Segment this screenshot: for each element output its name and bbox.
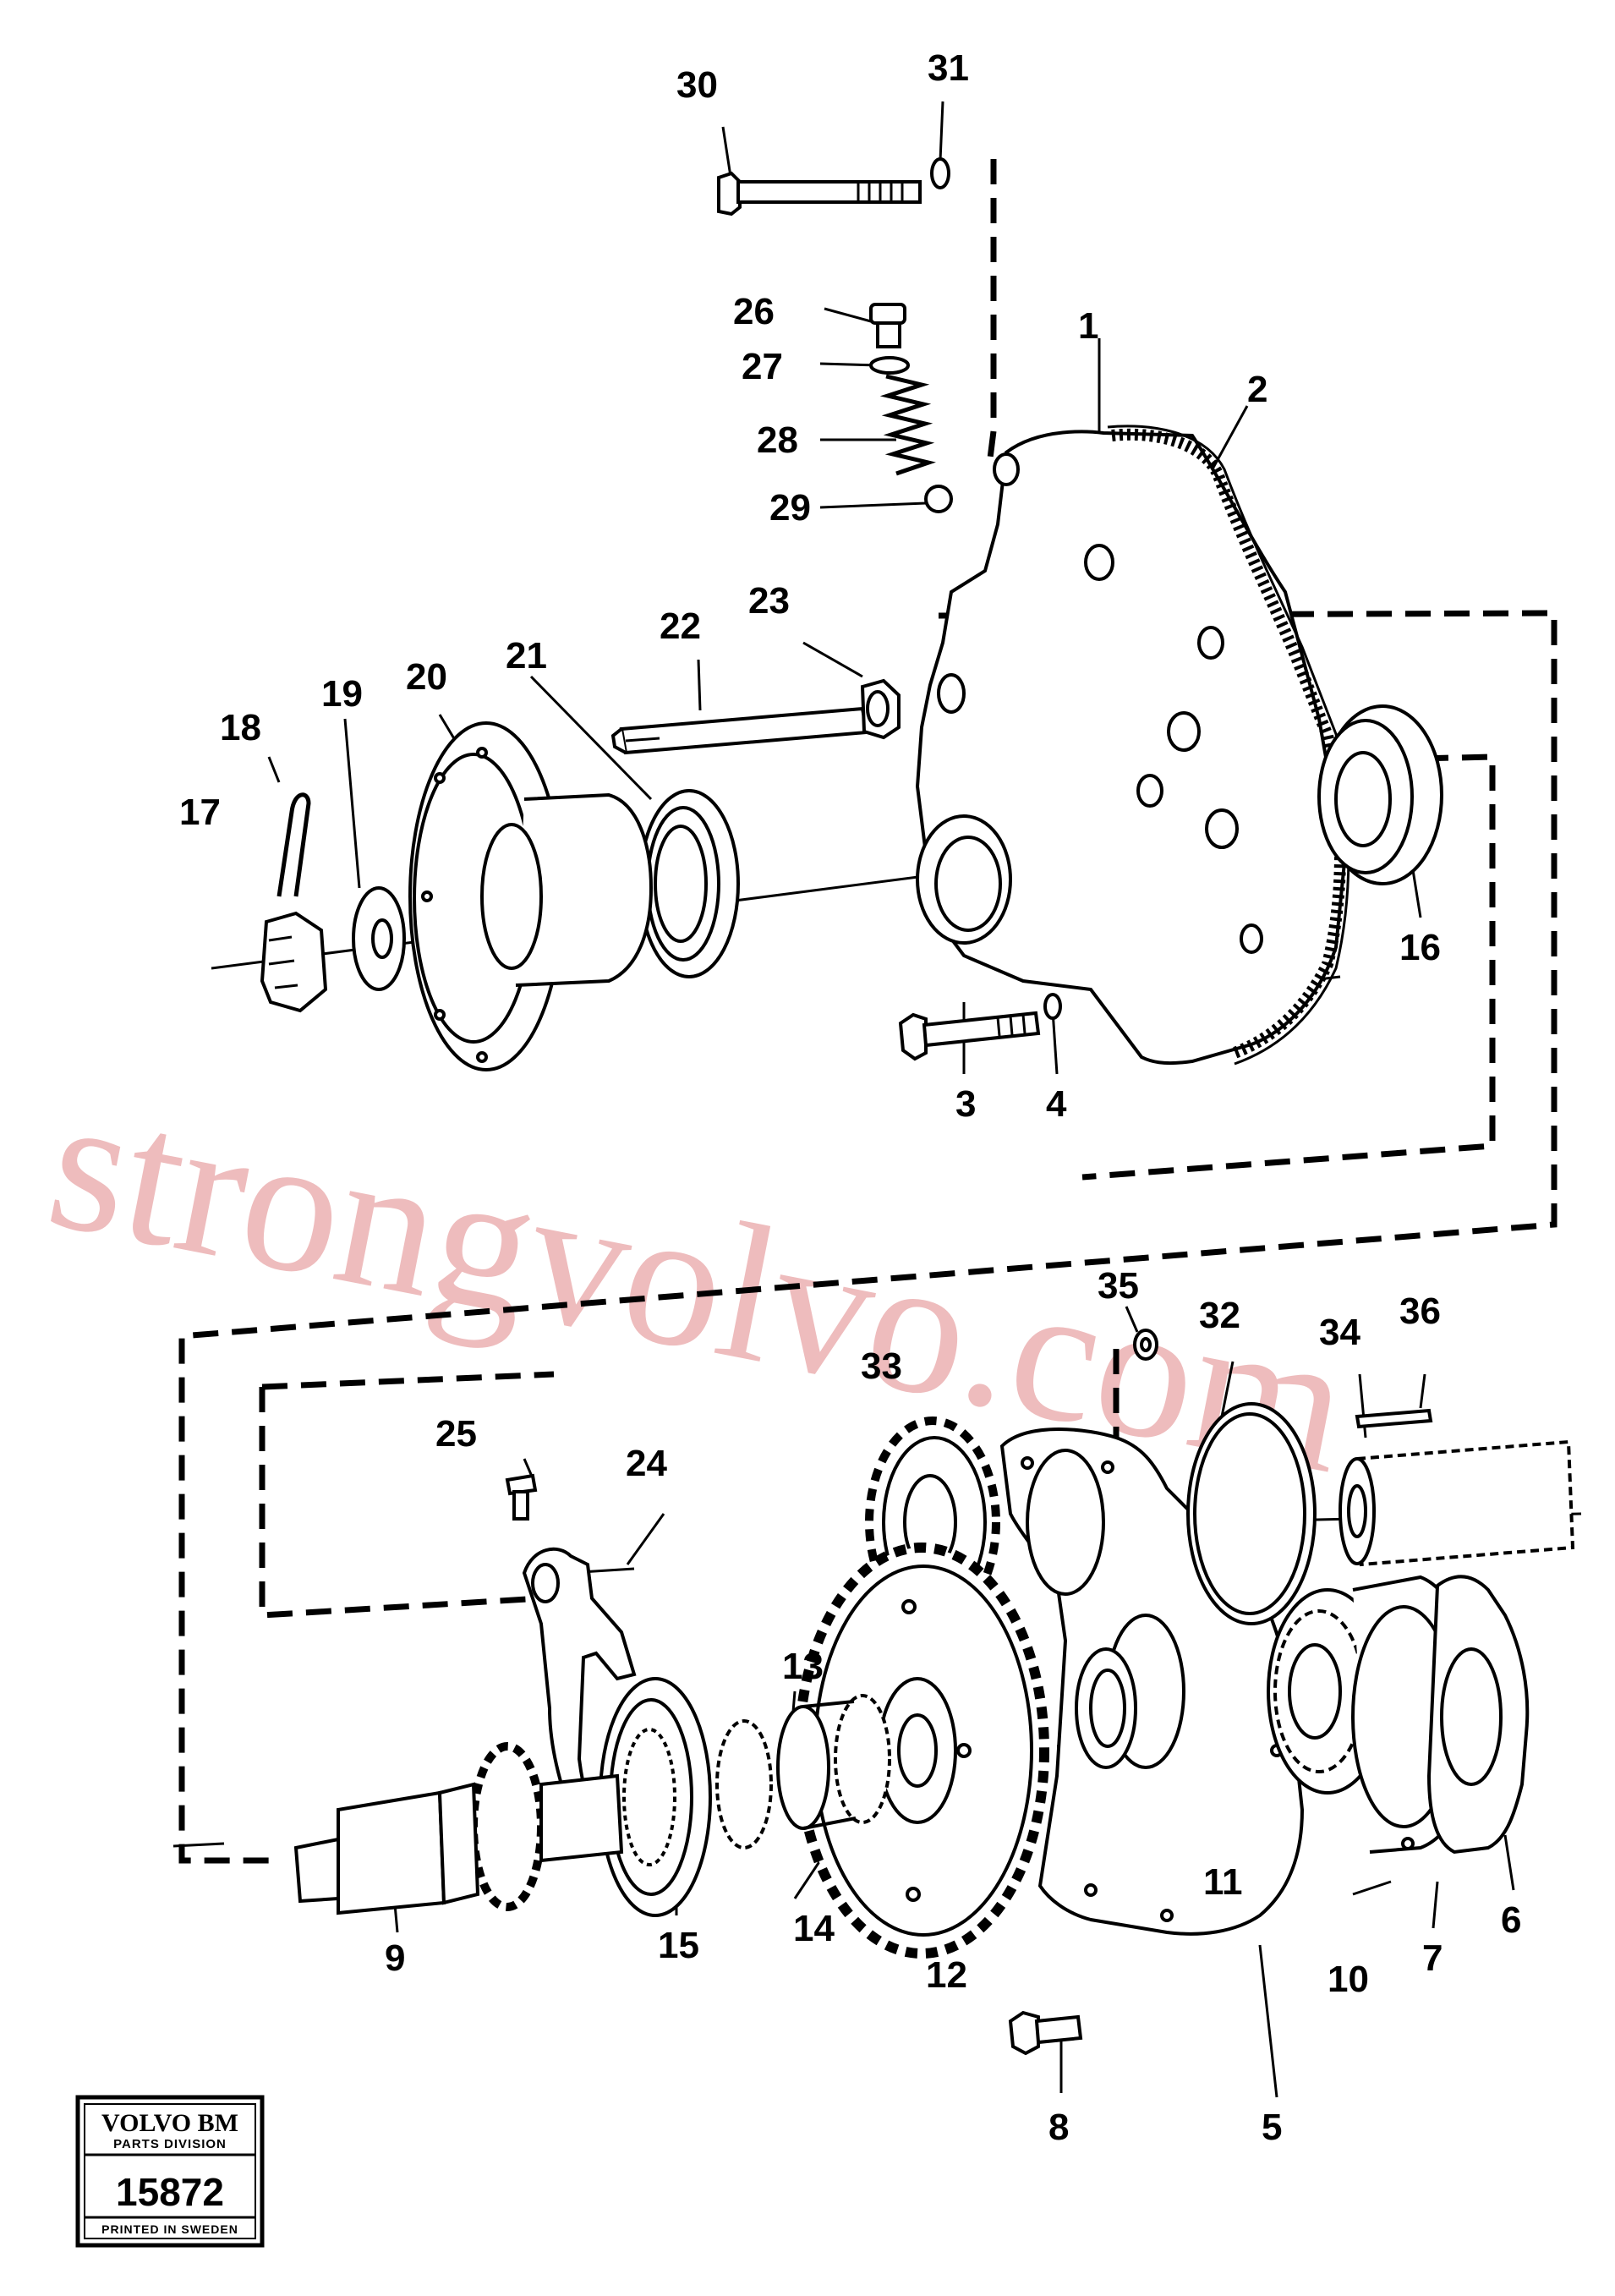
plug-26: [869, 303, 906, 348]
cover-boss: [1240, 923, 1263, 954]
castle-nut-17: [260, 911, 328, 1013]
callout-labels: 1 2 3 4 5 6 7 8 9 10 11 12 13 14 15 16 1…: [179, 47, 1521, 2148]
callout-22: 22: [660, 606, 701, 647]
washer-4: [1043, 993, 1062, 1020]
callout-25: 25: [435, 1413, 477, 1455]
cover-shaft-bore: [937, 673, 966, 714]
callout-28: 28: [757, 419, 798, 461]
oring-32: [1186, 1402, 1317, 1625]
callout-33: 33: [861, 1345, 902, 1387]
callout-27: 27: [742, 346, 783, 387]
parts-stamp: VOLVO BM PARTS DIVISION 15872 PRINTED IN…: [75, 2095, 265, 2248]
callout-15: 15: [658, 1925, 699, 1966]
watermark-text: strongvolvo.com: [34, 1052, 1364, 1515]
callout-20: 20: [406, 656, 447, 698]
sleeve-13: [776, 1700, 857, 1830]
cover-boss: [1197, 626, 1224, 660]
bottom-assembly: [293, 1329, 1575, 2056]
nut-23: [860, 678, 901, 740]
callout-36: 36: [1399, 1290, 1441, 1332]
cover-hole: [993, 452, 1020, 486]
callout-13: 13: [782, 1646, 824, 1687]
callout-1: 1: [1078, 305, 1098, 347]
cover-boss: [1205, 808, 1239, 849]
dash-loop-outer: [178, 610, 1558, 1864]
pin-34: [1355, 1408, 1433, 1429]
callout-34: 34: [1319, 1312, 1360, 1353]
callout-2: 2: [1247, 369, 1267, 410]
callout-6: 6: [1501, 1899, 1521, 1941]
callout-24: 24: [626, 1443, 667, 1484]
screw-25: [505, 1473, 538, 1521]
callout-16: 16: [1399, 927, 1441, 968]
stamp-division: PARTS DIVISION: [113, 2137, 227, 2151]
callout-26: 26: [733, 291, 775, 332]
callout-32: 32: [1199, 1295, 1240, 1336]
stamp-printed: PRINTED IN SWEDEN: [101, 2222, 238, 2236]
leader-lines: [172, 101, 1582, 2098]
callout-11: 11: [1203, 1861, 1243, 1903]
washer-31: [930, 157, 950, 189]
callout-12: 12: [926, 1954, 967, 1996]
stamp-brand: VOLVO BM: [101, 2109, 238, 2137]
callout-35: 35: [1098, 1265, 1139, 1307]
callout-5: 5: [1262, 2107, 1282, 2148]
top-assembly: [260, 157, 1443, 1071]
rear-cover-bore-top: [1026, 1449, 1105, 1596]
callout-19: 19: [321, 673, 363, 715]
callout-7: 7: [1422, 1937, 1443, 1979]
callout-21: 21: [506, 635, 547, 677]
callout-17: 17: [179, 792, 221, 833]
cover-boss: [1167, 711, 1201, 752]
shaft-22: [610, 706, 869, 755]
cover-boss: [1084, 544, 1114, 581]
callout-9: 9: [385, 1937, 405, 1979]
callout-29: 29: [769, 487, 811, 529]
roller-bearings-14: [715, 1694, 891, 1849]
dash-fork-left: [259, 1387, 542, 1619]
bolt-8: [1008, 2010, 1083, 2056]
callout-30: 30: [676, 64, 718, 106]
stamp-number: 15872: [116, 2170, 224, 2214]
spring-28: [879, 374, 936, 476]
callout-18: 18: [220, 707, 261, 748]
callout-14: 14: [793, 1908, 835, 1949]
callout-31: 31: [928, 47, 969, 89]
bearing-10: [1267, 1588, 1388, 1795]
callout-10: 10: [1328, 1959, 1369, 2000]
filter-36: [1339, 1439, 1575, 1567]
housing-cover-1: [915, 430, 1347, 1066]
dash-bolt-30: [986, 159, 997, 466]
cotter-pin-18: [276, 792, 311, 897]
seal-21: [638, 789, 740, 978]
dash-fork-top: [261, 1371, 555, 1390]
ball-29: [924, 485, 953, 513]
cover-boss: [1136, 774, 1163, 808]
oring-27: [869, 356, 910, 375]
bolt-30: [717, 171, 922, 216]
washer-19: [352, 886, 406, 991]
end-cover-6: [1426, 1575, 1530, 1855]
callout-8: 8: [1048, 2107, 1069, 2148]
callout-4: 4: [1046, 1083, 1067, 1125]
main-shaft-9: [293, 1742, 624, 1915]
callout-23: 23: [748, 580, 790, 622]
stud-35: [1133, 1329, 1158, 1361]
bolt-3: [898, 1011, 1041, 1061]
callout-3: 3: [955, 1083, 976, 1125]
flange-20: [408, 721, 654, 1071]
washer-11: [1075, 1647, 1137, 1769]
bearing-16: [1317, 704, 1443, 885]
gear-12: [794, 1543, 1049, 1959]
watermark: strongvolvo.com: [34, 1052, 1364, 1515]
